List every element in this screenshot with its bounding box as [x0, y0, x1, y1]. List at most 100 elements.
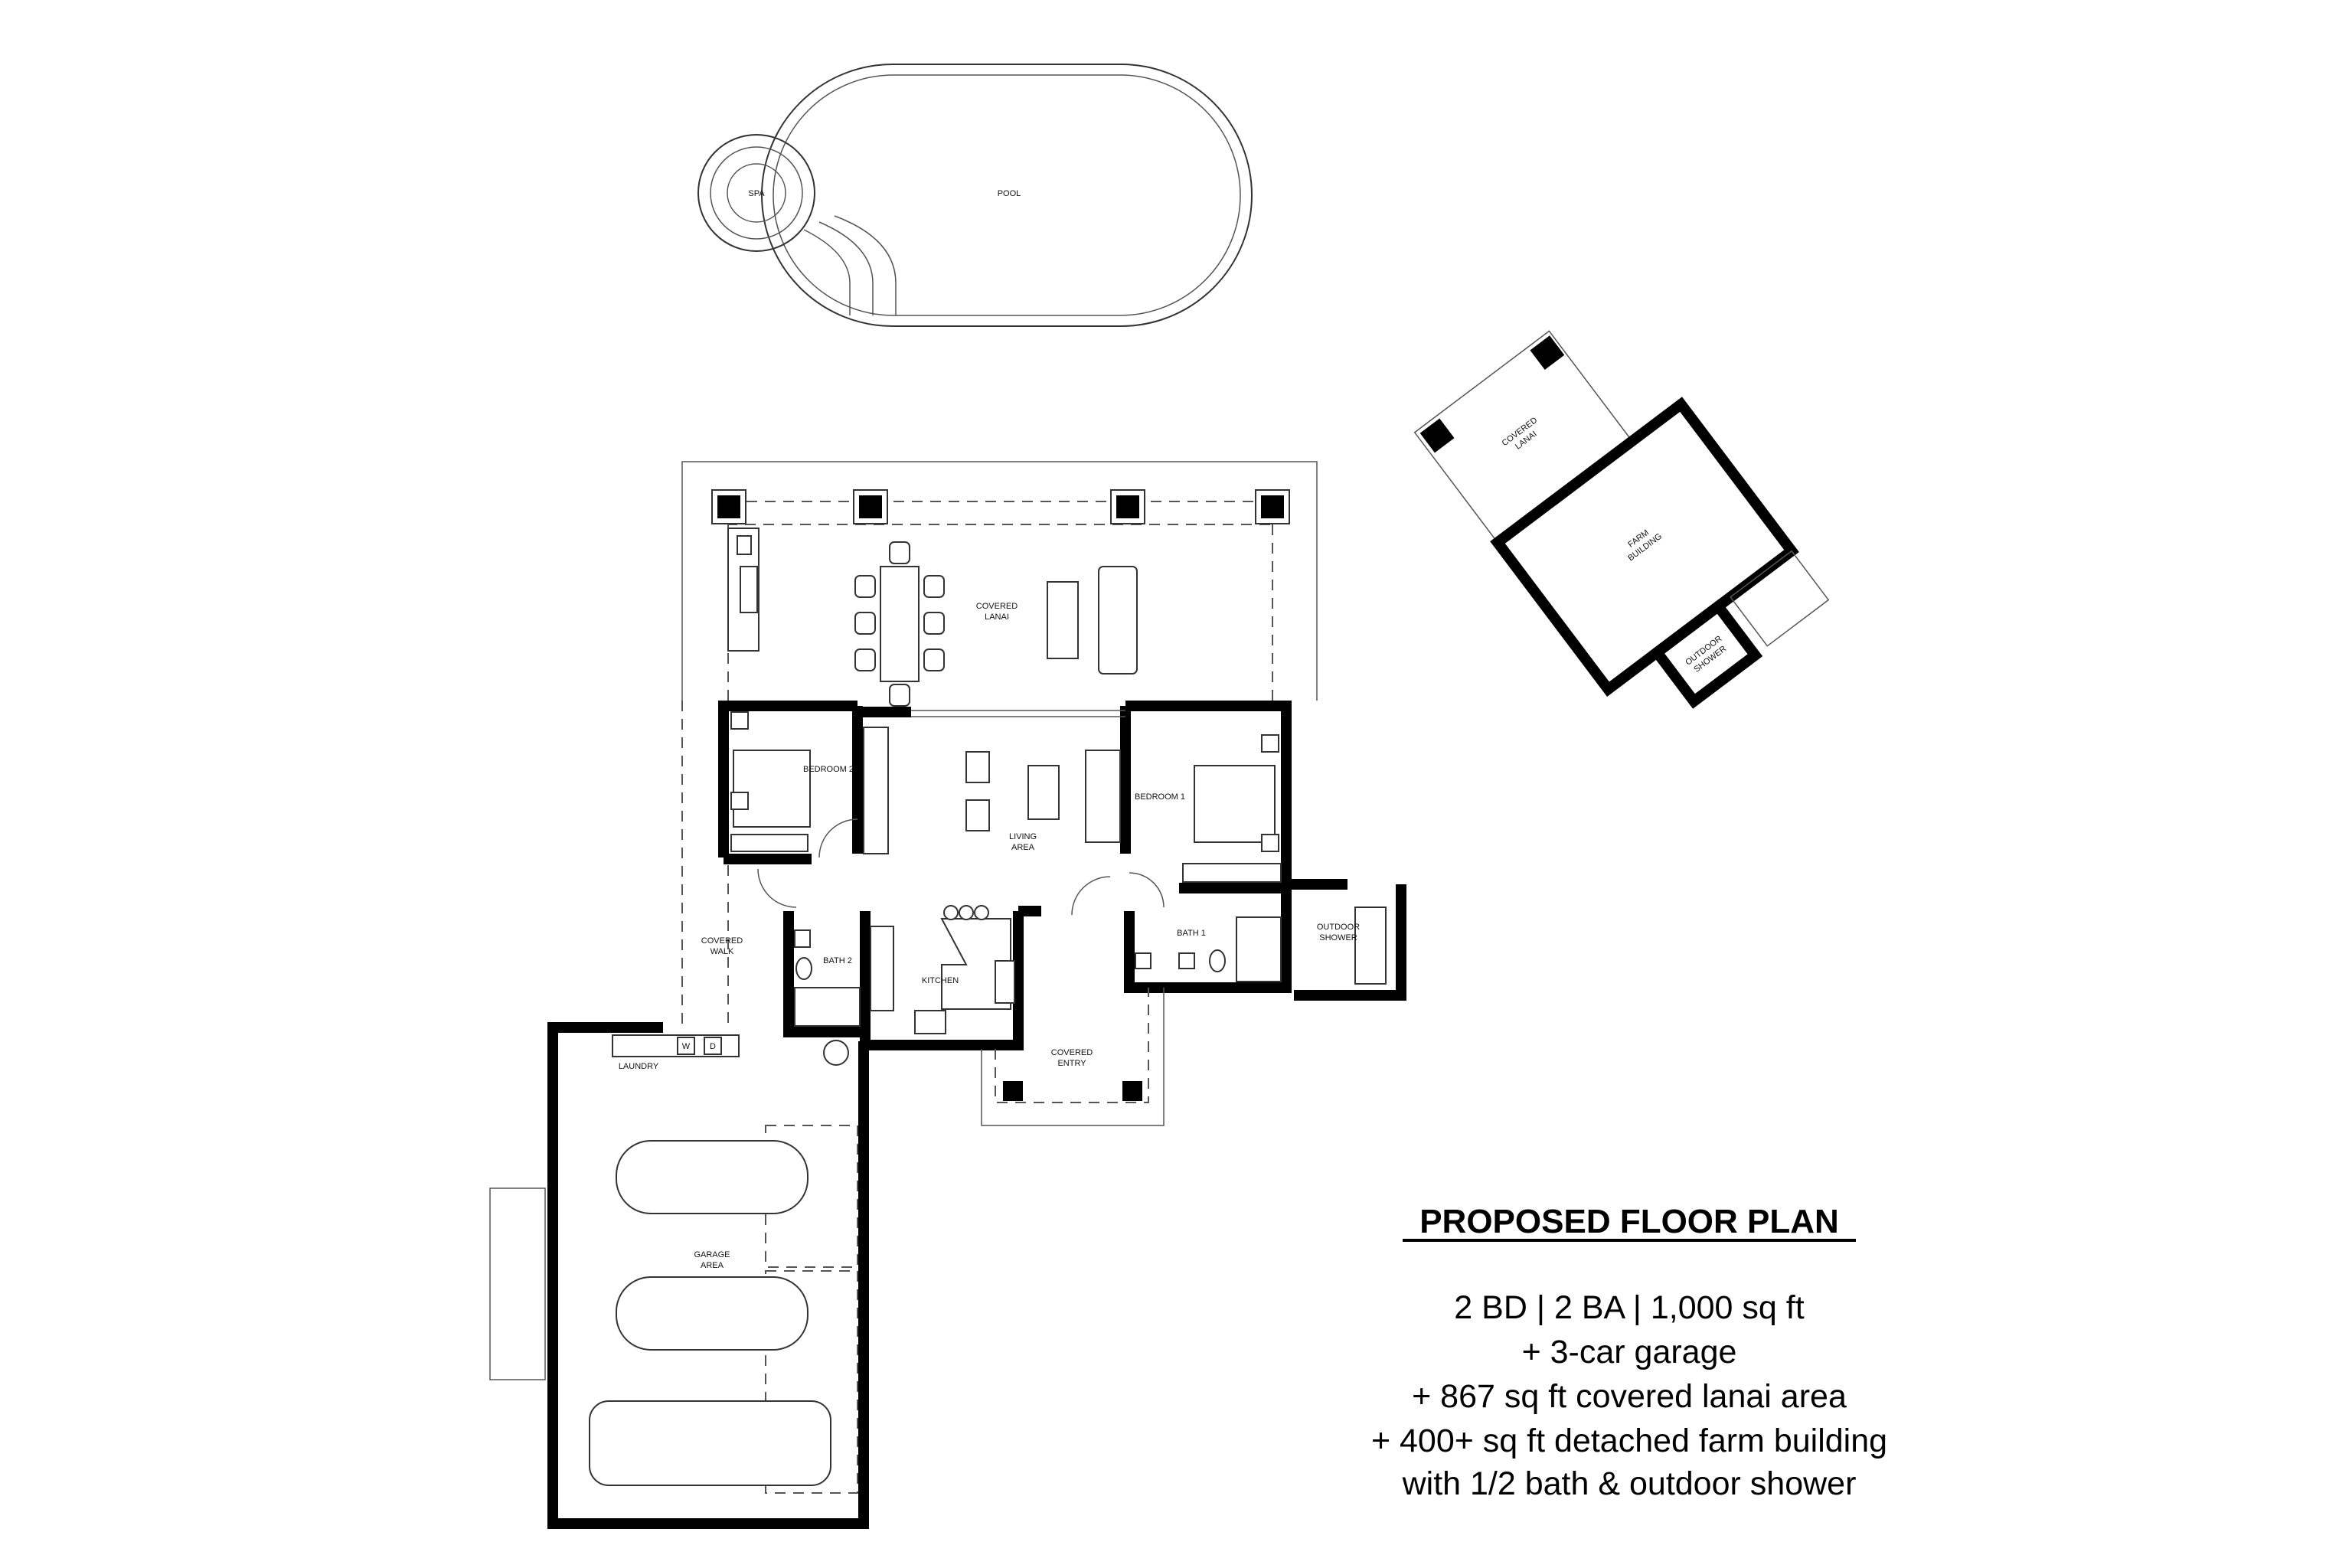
kitchen-sink — [914, 1010, 946, 1034]
garage-area-label: GARAGE — [694, 1250, 730, 1259]
covered-entry — [981, 988, 1165, 1126]
living-area-label: AREA — [1011, 843, 1035, 852]
outdoor-sink — [737, 535, 752, 555]
column-core — [859, 495, 882, 518]
living-walls — [858, 706, 1131, 854]
summary-line: with 1/2 bath & outdoor shower — [1402, 1465, 1857, 1502]
outdoor-shower-bench — [1354, 906, 1387, 985]
lanai-coffee-table — [1047, 581, 1079, 659]
column — [1003, 1081, 1023, 1101]
kitchen-walls — [860, 906, 1041, 1050]
kitchen-counter — [870, 926, 894, 1011]
covered-lanai-label: COVERED — [976, 602, 1018, 611]
car — [616, 1276, 808, 1351]
summary-line: 2 BD | 2 BA | 1,000 sq ft — [1454, 1289, 1804, 1326]
column-core — [1116, 495, 1139, 518]
outdoor-shower-label: OUTDOOR — [1317, 923, 1360, 932]
pool-label: POOL — [998, 189, 1021, 198]
lanai-beam-line — [727, 501, 1273, 525]
water-heater — [823, 1040, 849, 1066]
bath-2-sink — [794, 929, 811, 948]
door-swing — [757, 818, 1165, 916]
mechanical-pad — [489, 1187, 546, 1380]
bedroom-2-nightstand — [730, 792, 749, 810]
living-cabinet — [863, 727, 889, 854]
lanai-sofa — [1098, 566, 1138, 675]
dining-chairs — [854, 541, 945, 707]
car — [616, 1140, 808, 1214]
bath-1-sink — [1135, 952, 1152, 969]
covered-entry-label: ENTRY — [1057, 1059, 1086, 1068]
suv — [589, 1400, 831, 1486]
bath-1-label: BATH 1 — [1177, 929, 1206, 938]
laundry-label: LAUNDRY — [619, 1062, 659, 1071]
covered-walk — [681, 701, 729, 1026]
pool-outline — [761, 64, 1253, 327]
bedroom-2-nightstand — [730, 711, 749, 730]
bedroom-1-bed — [1194, 765, 1276, 843]
outdoor-shower-walls — [1286, 879, 1406, 1001]
pool-inner-outline — [773, 74, 1241, 316]
bedroom-1-label: BEDROOM 1 — [1135, 792, 1185, 802]
living-coffee-table — [1027, 765, 1060, 820]
bath-2-walls — [783, 911, 865, 1037]
garage: W D LAUNDRY GARAGE AREA — [489, 1022, 869, 1529]
lanai-columns — [711, 489, 1290, 524]
bedroom-1-nightstand — [1261, 834, 1279, 852]
washer-label: W — [682, 1042, 691, 1051]
garage-area-label: AREA — [701, 1261, 724, 1270]
covered-walk-label: COVERED — [701, 936, 743, 946]
bath-2-toilet — [795, 957, 812, 980]
summary: PROPOSED FLOOR PLAN 2 BD | 2 BA | 1,000 … — [1371, 1203, 1887, 1502]
pool-area: SPA POOL — [697, 64, 1253, 327]
lanai-slab — [681, 461, 1318, 701]
bath-2-label: BATH 2 — [823, 956, 852, 965]
dining-table — [880, 566, 920, 682]
spa-label: SPA — [748, 189, 765, 198]
living-chair — [965, 799, 990, 831]
covered-walk-label: WALK — [710, 947, 734, 956]
bath-1-sink — [1178, 952, 1195, 969]
living-sofa — [1085, 750, 1121, 843]
bedroom-2-bed — [733, 750, 811, 828]
range — [995, 960, 1015, 1004]
garage-door — [765, 1270, 858, 1494]
bedroom-1-nightstand — [1261, 734, 1279, 753]
bath-1-toilet — [1209, 949, 1226, 972]
spa-outline — [697, 134, 815, 252]
summary-line: + 867 sq ft covered lanai area — [1412, 1378, 1847, 1415]
summary-line: + 3-car garage — [1522, 1334, 1737, 1370]
grill — [740, 566, 758, 613]
bedroom-2-closet — [730, 834, 808, 852]
house: BEDROOM 2 BEDROOM 1 LIVING AREA COVERED … — [681, 701, 1406, 1126]
spa-inner — [710, 146, 803, 240]
spa-seat — [727, 163, 786, 223]
washer — [677, 1037, 695, 1055]
garage-walls — [547, 1022, 869, 1529]
dryer — [704, 1037, 722, 1055]
column — [1122, 1081, 1142, 1101]
bedroom-2-label: BEDROOM 2 — [803, 765, 854, 774]
bedroom-2-walls — [718, 701, 863, 858]
covered-entry-beams — [995, 988, 1149, 1103]
bedroom-1-walls — [1125, 701, 1292, 893]
column-core — [1261, 495, 1284, 518]
bedroom-1-closet — [1182, 863, 1282, 883]
bath-1-walls — [1124, 888, 1292, 993]
bath-1-shower — [1236, 916, 1282, 982]
covered-lanai-label: LANAI — [985, 612, 1009, 622]
covered-entry-label: COVERED — [1051, 1048, 1093, 1057]
column-core — [717, 495, 740, 518]
outdoor-shower-label: SHOWER — [1319, 933, 1357, 942]
living-area-label: LIVING — [1009, 832, 1037, 841]
kitchen-label: KITCHEN — [922, 976, 959, 985]
farm-bath — [1730, 550, 1830, 647]
pool-steps — [803, 215, 897, 315]
living-chair — [965, 751, 990, 783]
column — [1530, 335, 1565, 371]
covered-lanai-main: COVERED LANAI — [681, 461, 1318, 707]
farm-building: COVERED LANAI FARM BUILDING OUTDOOR SHOW… — [1413, 330, 1830, 709]
plan-title: PROPOSED FLOOR PLAN — [1419, 1203, 1839, 1240]
column — [1419, 418, 1455, 453]
bar-stools — [943, 905, 989, 920]
